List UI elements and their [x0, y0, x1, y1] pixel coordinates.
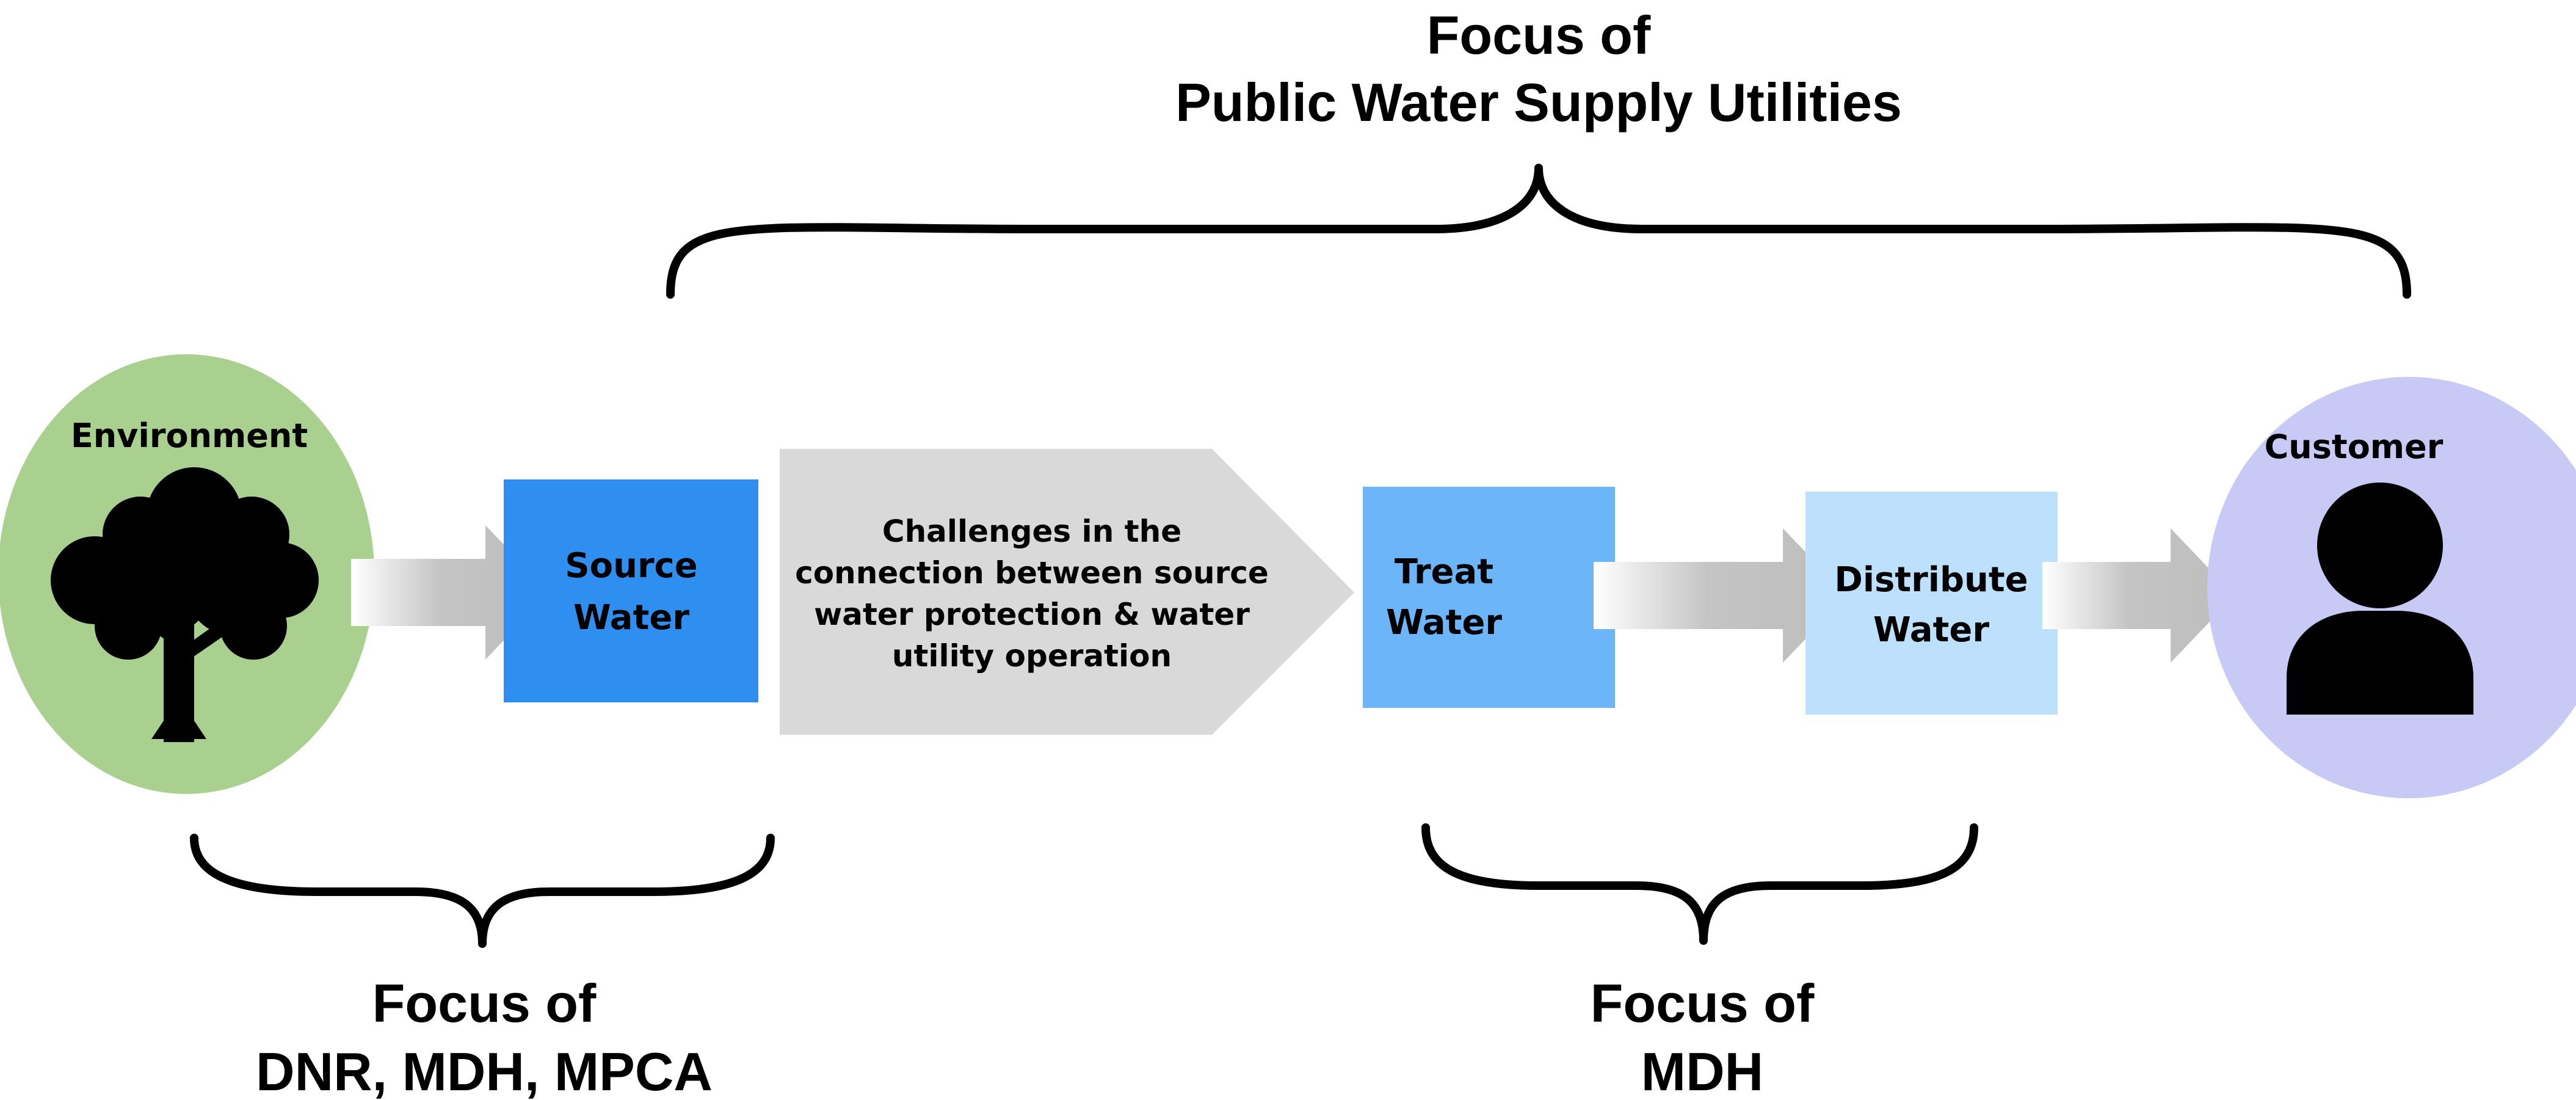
distribute-water-line1: Distribute	[1834, 560, 2028, 600]
top-focus-label: Focus of Public Water Supply Utilities	[1175, 5, 1902, 133]
right-bottom-brace	[1421, 823, 1978, 945]
right-focus-line1: Focus of	[1591, 973, 1815, 1033]
challenges-line2: connection between source	[795, 555, 1269, 591]
treat-water-node: Treat Water	[1363, 487, 1615, 708]
arrow-treat-to-distribute	[1594, 528, 1847, 663]
challenges-line3: water protection & water	[814, 597, 1250, 632]
challenges-line1: Challenges in the	[882, 514, 1181, 549]
top-brace	[666, 164, 2411, 299]
distribute-water-box	[1805, 492, 2058, 715]
top-focus-line1: Focus of	[1427, 5, 1651, 65]
environment-node: Environment	[0, 354, 374, 794]
customer-node: Customer	[2207, 377, 2576, 798]
source-water-box	[504, 479, 758, 702]
arrow-distribute-to-customer	[2042, 528, 2235, 663]
person-icon	[2287, 483, 2473, 715]
challenges-line4: utility operation	[892, 638, 1172, 674]
challenges-chevron	[780, 449, 1354, 735]
treat-water-line1: Treat	[1395, 552, 1493, 592]
right-focus-label: Focus of MDH	[1591, 973, 1815, 1100]
treat-water-box	[1363, 487, 1615, 708]
distribute-water-line2: Water	[1873, 610, 1989, 650]
left-bottom-brace	[190, 834, 775, 948]
top-focus-line2: Public Water Supply Utilities	[1175, 72, 1902, 133]
arrow-environment-to-source	[351, 525, 550, 660]
tree-icon	[51, 467, 319, 742]
challenges-node: Challenges in the connection between sou…	[780, 449, 1354, 735]
source-water-line1: Source	[565, 546, 697, 586]
environment-label: Environment	[71, 417, 308, 455]
right-focus-line2: MDH	[1641, 1041, 1763, 1100]
left-focus-line2: DNR, MDH, MPCA	[256, 1041, 713, 1100]
source-water-line2: Water	[573, 598, 689, 638]
distribute-water-node: Distribute Water	[1805, 492, 2058, 715]
left-focus-label: Focus of DNR, MDH, MPCA	[256, 973, 713, 1100]
customer-label: Customer	[2265, 428, 2444, 466]
treat-water-line2: Water	[1386, 603, 1502, 643]
left-focus-line1: Focus of	[372, 973, 597, 1033]
source-water-node: Source Water	[504, 479, 758, 702]
